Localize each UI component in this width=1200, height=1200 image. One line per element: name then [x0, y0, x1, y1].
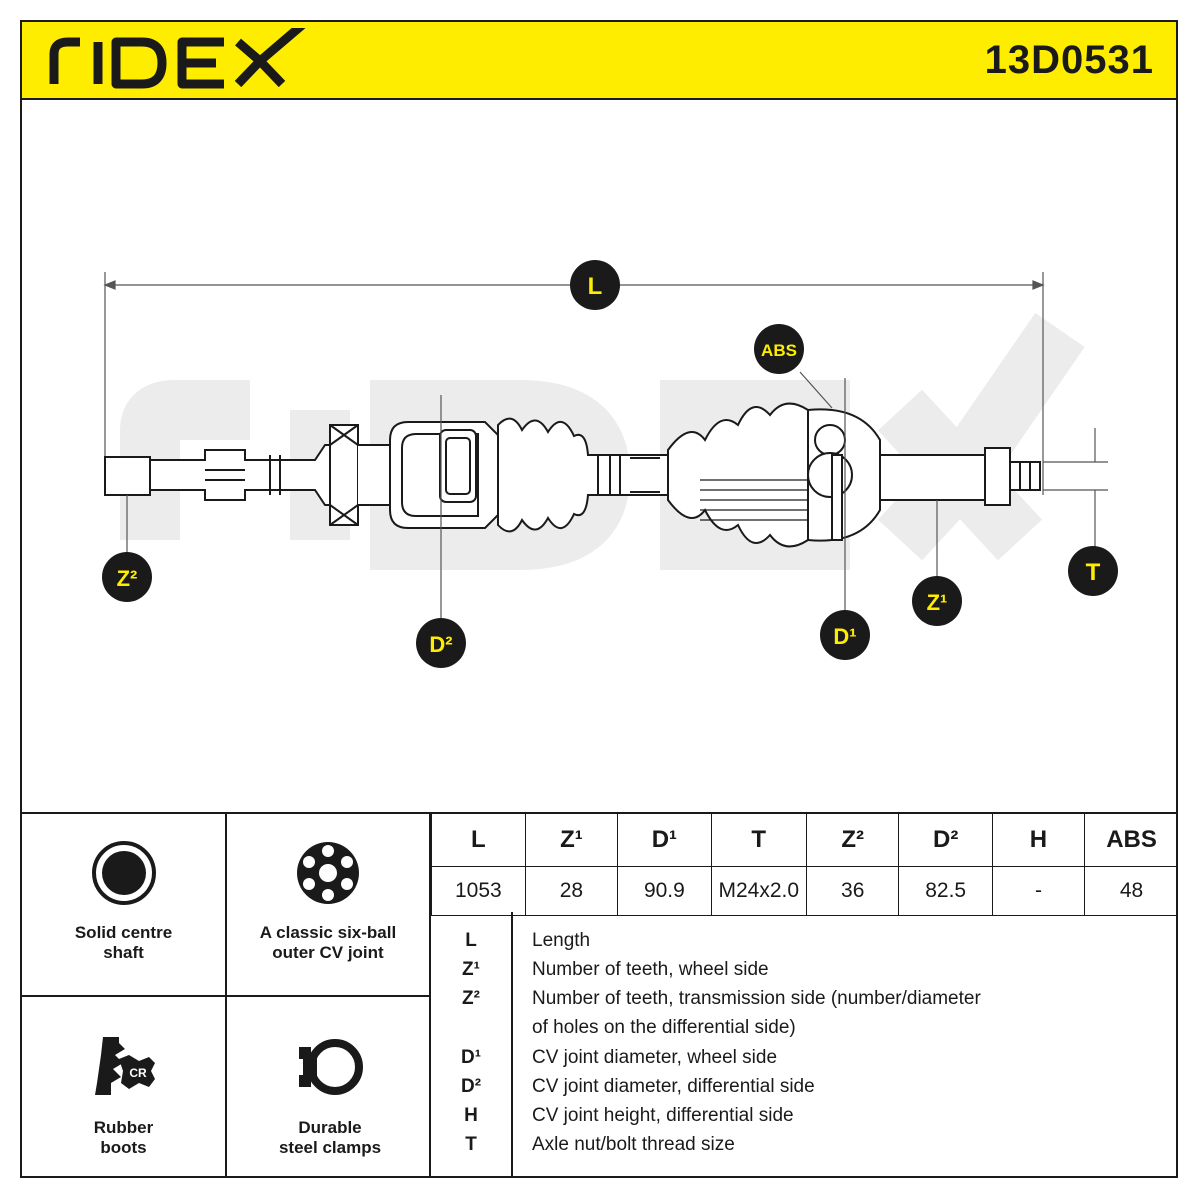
- shaft-body: [104, 402, 1041, 548]
- spec-value-ABS: 48: [1084, 866, 1178, 916]
- spec-value-L: 1053: [431, 866, 526, 916]
- ridex-logo: [49, 28, 306, 89]
- marker-Z1: Z¹: [912, 576, 962, 626]
- spec-header-L: L: [431, 814, 526, 867]
- six-ball-joint-icon: [297, 842, 359, 904]
- marker-D1: D¹: [820, 610, 870, 660]
- svg-text:T: T: [1086, 559, 1101, 586]
- spec-value-T: M24x2.0: [710, 866, 807, 916]
- spec-value-row: 1053 28 90.9 M24x2.0 36 82.5 - 48: [431, 866, 1178, 916]
- feature-label-line1: Durable: [298, 1118, 362, 1137]
- legend-divider: [511, 912, 513, 1178]
- legend-symbol: L: [465, 930, 477, 951]
- spec-header-Z1: Z¹: [524, 814, 619, 867]
- spec-header-T: T: [710, 814, 807, 867]
- feature-label-line2: shaft: [103, 943, 144, 962]
- feature-label-line1: Rubber: [93, 1118, 154, 1137]
- spec-header-row: L Z¹ D¹ T Z² D² H ABS: [431, 814, 1178, 867]
- marker-Z2: Z²: [102, 552, 152, 602]
- legend-text: Number of teeth, transmission side (numb…: [532, 988, 981, 1009]
- feature-label-line2: outer CV joint: [272, 943, 384, 962]
- spec-header-ABS: ABS: [1084, 814, 1178, 867]
- solid-shaft-icon: [91, 841, 156, 905]
- header-bar: 13D0531: [20, 20, 1178, 100]
- legend-text: Number of teeth, wheel side: [532, 959, 769, 980]
- legend-symbol: Z²: [462, 988, 480, 1009]
- rubber-boot-icon: CR: [94, 1037, 155, 1095]
- legend: L Length Z¹ Number of teeth, wheel side …: [431, 912, 1178, 1178]
- spec-table: L Z¹ D¹ T Z² D² H ABS 1053 28 90.9 M24x2…: [431, 814, 1178, 916]
- spec-header-H: H: [991, 814, 1086, 867]
- legend-symbol: Z¹: [462, 959, 480, 980]
- legend-symbol: T: [465, 1134, 477, 1155]
- feature-six-ball-joint: A classic six-ball outer CV joint: [227, 840, 429, 963]
- ridex-watermark: [120, 312, 1085, 570]
- marker-L: L: [570, 260, 620, 310]
- cr-badge: CR: [129, 1066, 147, 1080]
- feature-rubber-boots: CR Rubber boots: [22, 1035, 225, 1158]
- section-divider: [20, 812, 1178, 814]
- svg-text:Z²: Z²: [117, 566, 138, 591]
- legend-text: of holes on the differential side): [532, 1017, 796, 1038]
- spec-header-D1: D¹: [617, 814, 712, 867]
- spec-header-D2: D²: [898, 814, 993, 867]
- svg-text:D²: D²: [429, 632, 452, 657]
- feature-solid-shaft: Solid centre shaft: [22, 840, 225, 963]
- feature-steel-clamps: Durable steel clamps: [227, 1035, 433, 1158]
- svg-text:D¹: D¹: [833, 624, 856, 649]
- feature-label-line1: Solid centre: [74, 923, 173, 942]
- marker-D2: D²: [416, 618, 466, 668]
- svg-text:ABS: ABS: [761, 341, 797, 360]
- feature-label-line2: boots: [100, 1138, 147, 1157]
- feature-label-line1: A classic six-ball: [259, 923, 397, 942]
- legend-symbol: D¹: [460, 1047, 482, 1068]
- legend-text: CV joint diameter, differential side: [532, 1076, 815, 1097]
- marker-ABS: ABS: [754, 324, 804, 374]
- feature-label-line2: steel clamps: [278, 1138, 382, 1157]
- marker-T: T: [1068, 546, 1118, 596]
- spec-value-D1: 90.9: [617, 866, 712, 916]
- feature-divider-v2: [429, 814, 431, 1178]
- feature-divider-h: [20, 995, 430, 997]
- spec-header-Z2: Z²: [805, 814, 900, 867]
- legend-text: CV joint height, differential side: [532, 1105, 794, 1126]
- pointer-lines: [126, 371, 1108, 620]
- svg-text:L: L: [588, 273, 603, 300]
- spec-value-Z2: 36: [805, 866, 900, 916]
- legend-symbol: H: [464, 1105, 478, 1126]
- legend-symbol: D²: [460, 1076, 482, 1097]
- spec-value-D2: 82.5: [898, 866, 993, 916]
- legend-text: Axle nut/bolt thread size: [532, 1134, 735, 1155]
- drive-shaft-drawing: L ABS Z² D² D¹ Z¹ T: [102, 260, 1118, 668]
- spec-value-H: -: [991, 866, 1086, 916]
- legend-text: CV joint diameter, wheel side: [532, 1047, 778, 1068]
- clamp-icon: [299, 1039, 363, 1095]
- legend-text: Length: [532, 930, 591, 951]
- part-number: 13D0531: [984, 38, 1154, 82]
- spec-value-Z1: 28: [524, 866, 619, 916]
- svg-text:Z¹: Z¹: [927, 590, 948, 615]
